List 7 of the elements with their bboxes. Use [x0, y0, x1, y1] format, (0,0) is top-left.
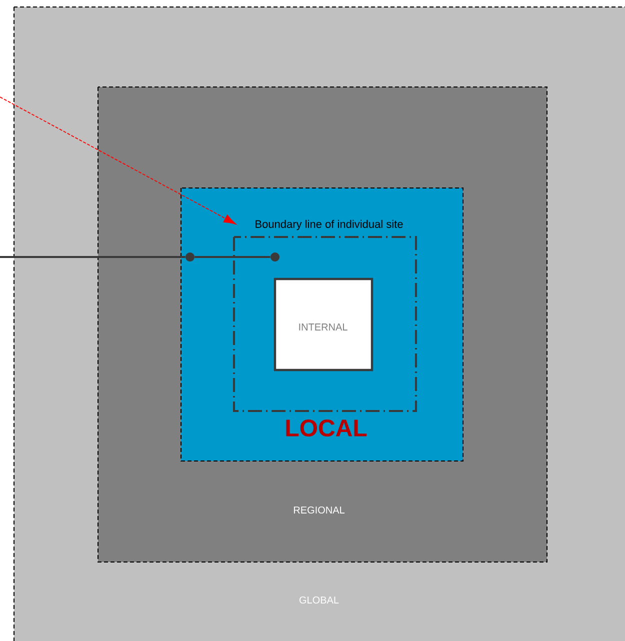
connector-line [0, 256, 186, 258]
junction-dot [270, 252, 280, 262]
node-label: Boundary line of individual site [256, 220, 403, 230]
leader-arrow [0, 96, 236, 224]
junction-dot [186, 252, 194, 262]
internal-box: INTERNAL [274, 278, 374, 372]
connector-line [194, 256, 270, 258]
